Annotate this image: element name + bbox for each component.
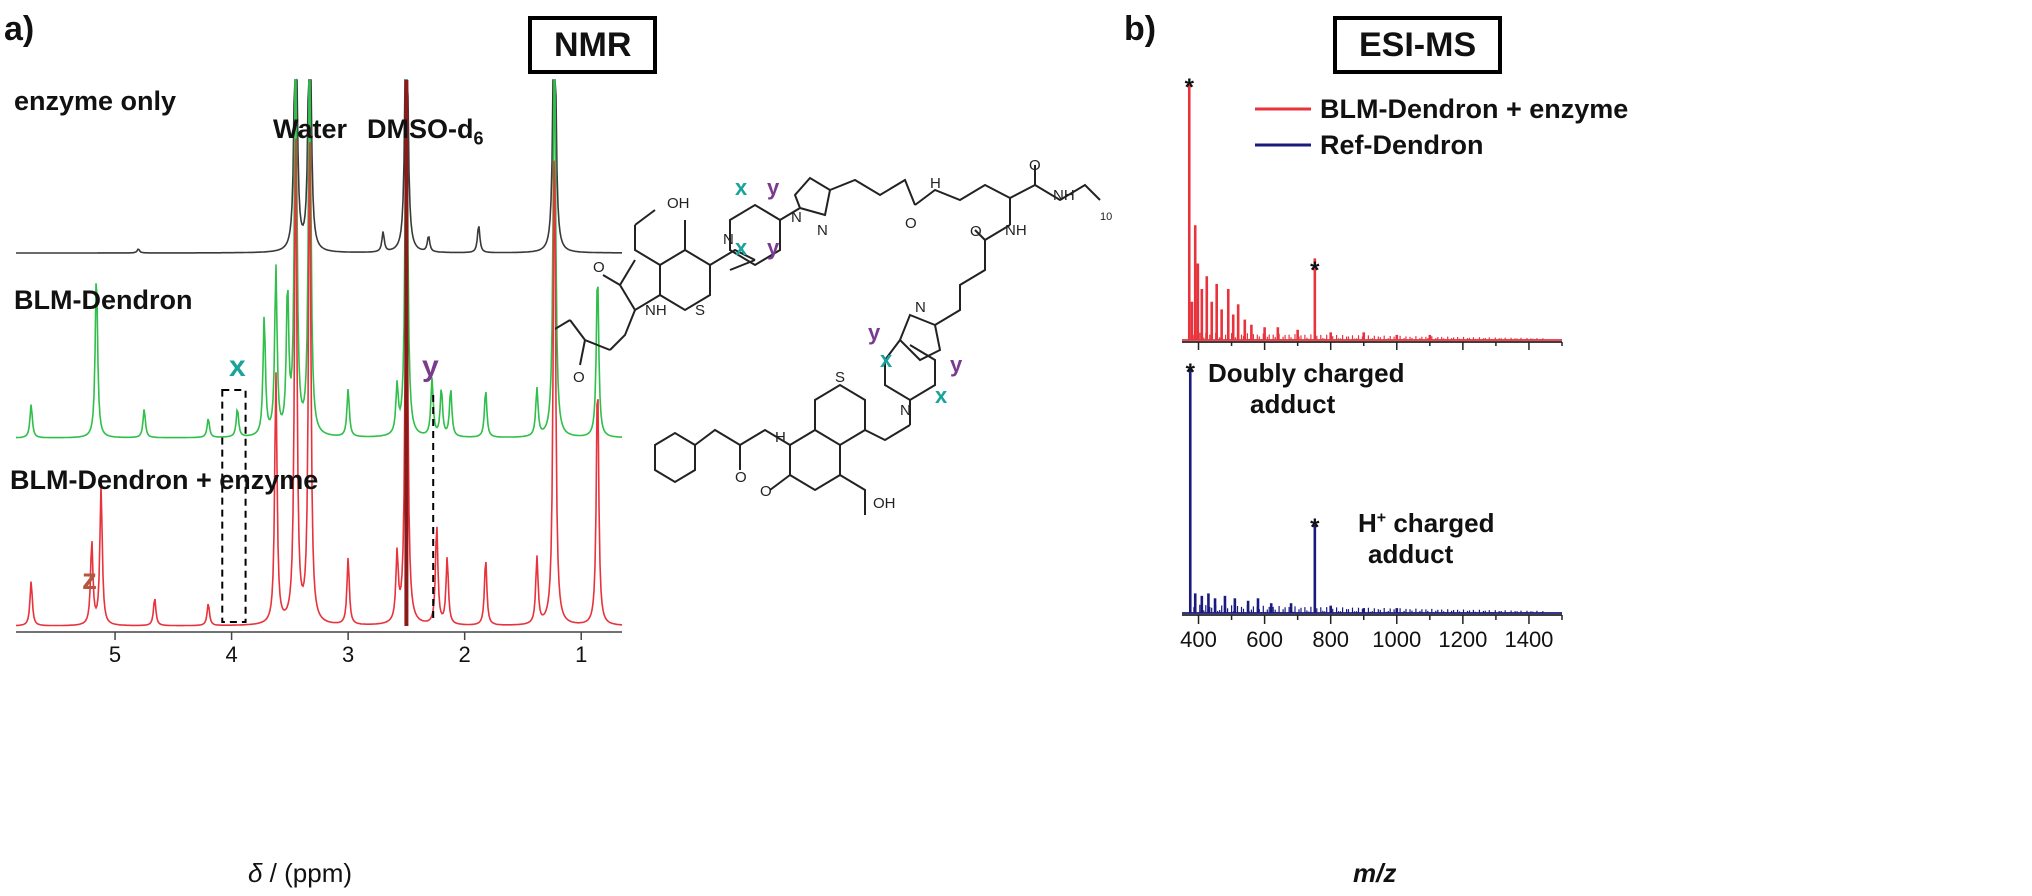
legend-label-ref-dendron: Ref-Dendron xyxy=(1320,130,1484,160)
atom-o-amide-top: O xyxy=(573,369,585,386)
esims-title: ESI-MS xyxy=(1333,16,1503,74)
annotation-h-charged: H+ charged adduct xyxy=(1358,508,1495,569)
structure-x-4: x xyxy=(935,383,948,408)
peak-label-dmso: DMSO-d6 xyxy=(367,114,484,149)
atom-oh-top: OH xyxy=(667,195,690,212)
atom-nh-chain: H xyxy=(930,175,941,192)
nmr-x-tick-label: 3 xyxy=(342,642,354,667)
nmr-x-tick-label: 5 xyxy=(109,642,121,667)
nmr-x-axis-title: δ / (ppm) xyxy=(248,858,353,888)
esims-x-axis-title: m/z xyxy=(1353,858,1397,888)
atom-s-lower: S xyxy=(835,369,845,386)
atom-n-pip-top: N xyxy=(723,231,734,248)
ms-x-tick-label: 1400 xyxy=(1504,627,1553,652)
legend-label-blm-enzyme: BLM-Dendron + enzyme xyxy=(1320,94,1629,124)
nmr-x-tick-label: 1 xyxy=(575,642,587,667)
label-enzyme-only: enzyme only xyxy=(14,86,177,116)
label-blm-dendron: BLM-Dendron xyxy=(14,285,193,315)
annotation-doubly-charged: Doubly charged adduct xyxy=(1208,358,1405,419)
structure-x-2: x xyxy=(735,235,748,260)
nmr-x-tick-label: 2 xyxy=(459,642,471,667)
atom-s-top: S xyxy=(695,302,705,319)
ms-star: * xyxy=(1186,359,1196,386)
chemical-structure: OH O S NH O N N N O H O NH 10 NH O N N S… xyxy=(555,160,1112,515)
marker-y: y xyxy=(422,350,439,383)
atom-nh-lower-amide: H xyxy=(775,429,786,446)
nmr-series-3 xyxy=(15,138,623,627)
atom-oh-lower: OH xyxy=(873,495,896,512)
ms-star: * xyxy=(1185,74,1195,101)
atom-nh-chain-right: NH xyxy=(1053,187,1075,204)
dashed-box-x xyxy=(221,389,247,623)
label-blm-enzyme: BLM-Dendron + enzyme xyxy=(10,465,319,495)
structure-y-2: y xyxy=(767,235,780,260)
atom-n-pip-lower: N xyxy=(900,402,911,419)
peak-label-water: Water xyxy=(273,114,348,144)
nmr-title: NMR xyxy=(528,16,658,74)
nmr-chart: 5 4 3 2 1 xyxy=(15,78,623,667)
atom-n-triazole-top: N xyxy=(791,209,802,226)
legend-swatches xyxy=(1255,107,1311,147)
ms-x-tick-label: 800 xyxy=(1312,627,1349,652)
structure-y-3: y xyxy=(868,320,881,345)
ms-star: * xyxy=(1310,257,1320,284)
atom-nh-lower: NH xyxy=(1005,222,1027,239)
atom-o-lower-chain: O xyxy=(970,223,982,240)
structure-y-1: y xyxy=(767,175,780,200)
ms-noise-2 xyxy=(1191,604,1544,613)
nmr-series-2 xyxy=(16,78,623,439)
structure-y-4: y xyxy=(950,352,963,377)
marker-x: x xyxy=(229,350,246,383)
atom-o-lower: O xyxy=(760,483,772,500)
atom-o-top: O xyxy=(593,259,605,276)
structure-x-1: x xyxy=(735,175,748,200)
ms-x-tick-label: 400 xyxy=(1180,627,1217,652)
ms-star: * xyxy=(1310,514,1320,541)
nmr-series-1 xyxy=(16,79,622,254)
ms-x-tick-label: 600 xyxy=(1246,627,1283,652)
structure-x-3: x xyxy=(880,347,893,372)
ms-x-tick-label: 1000 xyxy=(1372,627,1421,652)
panel-b-label: b) xyxy=(1124,10,1157,48)
esims-chart: * * * * 400 600 800 1000 1200 1400 xyxy=(1180,74,1563,652)
atom-o-chain-right: O xyxy=(1029,160,1041,174)
atom-n-triazole-top-2: N xyxy=(817,222,828,239)
nmr-x-tick-label: 4 xyxy=(225,642,237,667)
atom-o-chain-top: O xyxy=(905,215,917,232)
atom-n-triazole-lower: N xyxy=(915,299,926,316)
marker-z: z xyxy=(82,563,97,596)
atom-nh-top: NH xyxy=(645,302,667,319)
atom-o-amide-lower: O xyxy=(735,469,747,486)
ms-x-tick-label: 1200 xyxy=(1438,627,1487,652)
atom-sub10: 10 xyxy=(1100,211,1112,223)
panel-a-label: a) xyxy=(4,10,35,48)
